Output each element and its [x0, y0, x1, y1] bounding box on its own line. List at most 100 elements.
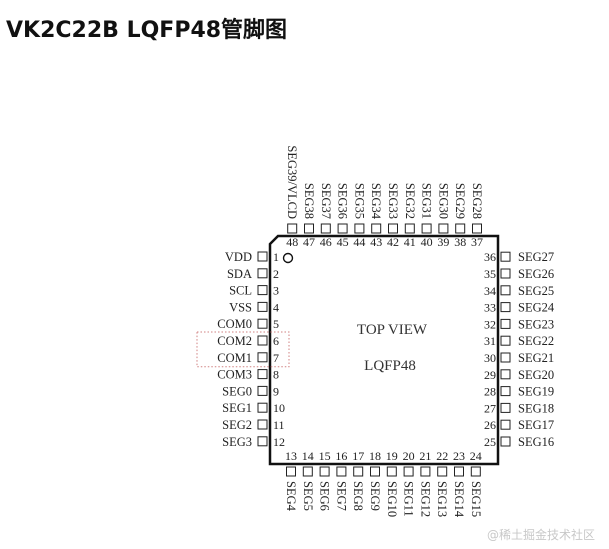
- pin-pad: [257, 402, 268, 413]
- pin-number: 35: [484, 267, 496, 281]
- pin-name: COM2: [217, 334, 252, 348]
- pin-number: 3: [273, 284, 279, 298]
- pin-name: SEG6: [318, 481, 332, 511]
- pin-name: SEG5: [301, 481, 315, 511]
- pin-number: 14: [302, 449, 314, 463]
- pin-pad: [257, 352, 268, 363]
- pin-name: SEG3: [222, 435, 252, 449]
- pin-name: SEG35: [352, 183, 366, 219]
- pin-number: 42: [387, 235, 399, 249]
- pin-number: 37: [471, 235, 483, 249]
- chip-body: [268, 234, 500, 466]
- pin-pad: [287, 223, 298, 234]
- com-pins-highlight: [196, 331, 290, 368]
- pin-number: 16: [335, 449, 347, 463]
- page-title: VK2C22B LQFP48管脚图: [6, 18, 288, 43]
- pin-number: 4: [273, 300, 279, 314]
- pin-name: SEG30: [436, 183, 450, 219]
- package-label: LQFP48: [364, 358, 416, 374]
- pin-name: COM0: [217, 317, 252, 331]
- pin-name: SEG2: [222, 418, 252, 432]
- pin-pad: [500, 285, 511, 296]
- pin-number: 1: [273, 250, 279, 264]
- pin-pad: [257, 436, 268, 447]
- pin-pad: [353, 466, 364, 477]
- top-view-label: TOP VIEW: [357, 322, 428, 338]
- pin-number: 7: [273, 351, 279, 365]
- pin-number: 24: [470, 449, 482, 463]
- pin-pad: [257, 385, 268, 396]
- pin-number: 22: [436, 449, 448, 463]
- pin-number: 5: [273, 317, 279, 331]
- pin-number: 29: [484, 368, 496, 382]
- pin-name: SEG11: [402, 481, 416, 517]
- pin-pad: [304, 223, 314, 234]
- pin-number: 18: [369, 449, 381, 463]
- pin-name: SEG24: [518, 301, 555, 315]
- pin-name: SEG1: [222, 401, 252, 415]
- pin-name: SEG0: [222, 384, 252, 398]
- pin-number: 13: [285, 449, 297, 463]
- pin-pad: [257, 318, 268, 329]
- pin-number: 2: [273, 267, 279, 281]
- pin-pad: [404, 223, 415, 234]
- pin-name: SEG22: [518, 334, 554, 348]
- pin-name: COM1: [217, 351, 252, 365]
- pin-number: 28: [484, 385, 496, 399]
- pin-name: SEG15: [469, 481, 483, 517]
- pin-pad: [437, 466, 448, 477]
- pin-number: 9: [273, 384, 279, 398]
- pin-name: SEG33: [386, 183, 400, 219]
- pin-number: 12: [273, 435, 285, 449]
- pin-pad: [257, 335, 268, 346]
- pin-number: 15: [319, 449, 331, 463]
- pin-name: SEG4: [284, 481, 298, 512]
- pin-name: SEG27: [518, 250, 554, 264]
- pin-number: 8: [273, 368, 279, 382]
- pin-number: 31: [484, 334, 496, 348]
- pin-pad: [354, 223, 365, 234]
- pin-name: SEG17: [518, 418, 554, 432]
- pin-pad: [500, 352, 511, 363]
- pin-pad: [500, 335, 511, 346]
- pin-pad: [454, 466, 464, 477]
- pin-number: 27: [484, 401, 496, 415]
- pin-pad: [470, 466, 481, 477]
- pin-name: SEG14: [452, 481, 466, 518]
- pin-number: 38: [454, 235, 466, 249]
- pin-number: 36: [484, 250, 496, 264]
- pin-name: SEG10: [385, 481, 399, 517]
- pin-pad: [319, 466, 330, 477]
- pin-pad: [500, 386, 511, 397]
- pin-pad: [388, 223, 398, 234]
- pin-name: VSS: [229, 300, 252, 314]
- pin-name: SEG12: [418, 481, 432, 517]
- pin-pad: [337, 223, 348, 234]
- pin-pad: [500, 302, 511, 313]
- pin-number: 32: [484, 317, 496, 331]
- pin-name: SEG25: [518, 284, 554, 298]
- pin-name: SEG29: [453, 183, 467, 219]
- pin-number: 6: [273, 334, 279, 348]
- pin-name: SDA: [227, 267, 252, 281]
- pin-name: SEG34: [369, 183, 383, 220]
- pin-pad: [500, 402, 511, 413]
- pin-name: SEG37: [319, 183, 333, 219]
- pin-name: SEG31: [420, 183, 434, 219]
- pin-name: VDD: [225, 250, 252, 264]
- pin1-marker: [282, 252, 294, 264]
- pin-pad: [421, 223, 432, 234]
- pin-name: SEG8: [351, 481, 365, 511]
- pin-number: 43: [370, 235, 382, 249]
- pin-pad: [500, 419, 511, 430]
- pin-number: 20: [403, 449, 415, 463]
- pin-name: SEG26: [518, 267, 554, 281]
- pin-number: 10: [273, 401, 285, 415]
- pin-pad: [336, 466, 347, 477]
- pin-number: 26: [484, 418, 496, 432]
- pin-name: SEG21: [518, 351, 554, 365]
- pin-name: SEG38: [302, 183, 316, 219]
- pin-pad: [257, 369, 268, 380]
- pin-pad: [472, 223, 482, 234]
